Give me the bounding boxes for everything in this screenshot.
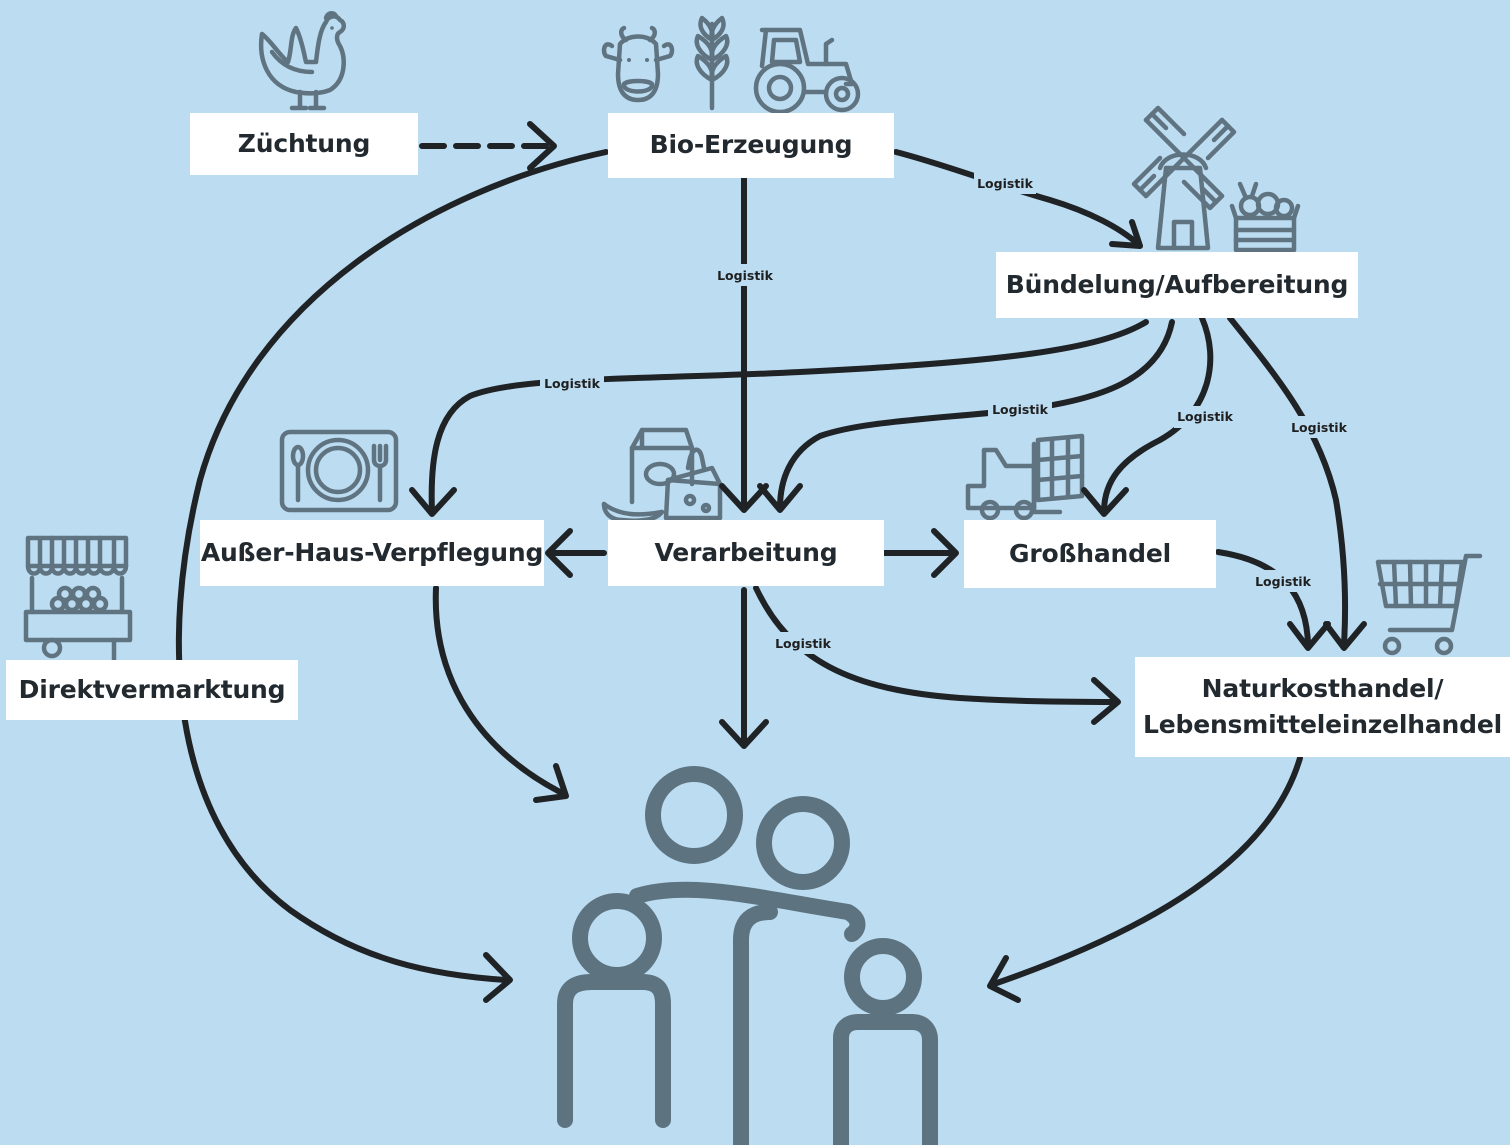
arrow-buendelung-ausserhaus bbox=[428, 319, 1149, 515]
arrow-naturkost-consumer bbox=[991, 755, 1303, 987]
arrow-buendelung-verarbeitung bbox=[777, 319, 1175, 511]
logistik-label-buendelung-verarbeitung: Logistik bbox=[992, 402, 1048, 417]
node-direktvermarktung: Direktvermarktung bbox=[6, 660, 298, 720]
node-ausser-haus-verpflegung: Außer-Haus-Verpflegung bbox=[200, 520, 544, 586]
logistik-label-bio-buendelung: Logistik bbox=[977, 176, 1033, 191]
node-bio-erzeugung: Bio-Erzeugung bbox=[608, 113, 894, 178]
arrow-buendelung-naturkost bbox=[1227, 315, 1349, 647]
forklift-icon bbox=[965, 433, 1085, 521]
naturkost-line-1: Naturkosthandel/ bbox=[1201, 673, 1444, 703]
dairy-products-icon bbox=[601, 427, 723, 523]
chicken-icon bbox=[258, 11, 346, 111]
node-buendelung-aufbereitung: Bündelung/Aufbereitung bbox=[996, 252, 1358, 318]
wheat-icon bbox=[694, 15, 730, 111]
vegetable-crate-icon bbox=[1229, 181, 1301, 253]
logistik-label-buendelung-grosshandel: Logistik bbox=[1177, 409, 1233, 424]
windmill-icon bbox=[1131, 105, 1237, 251]
shopping-cart-icon bbox=[1375, 553, 1483, 656]
logistik-label-buendelung-naturkost: Logistik bbox=[1291, 420, 1347, 435]
edge-labels: Logistik Logistik Logistik Logistik Logi… bbox=[540, 172, 1350, 654]
node-naturkosthandel-lebensmitteleinzelhandel: Naturkosthandel/ Lebensmitteleinzelhande… bbox=[1135, 657, 1510, 757]
node-grosshandel: Großhandel bbox=[964, 520, 1216, 588]
cow-icon bbox=[601, 25, 675, 103]
logistik-label-verarbeitung-naturkost: Logistik bbox=[775, 636, 831, 651]
family-icon bbox=[557, 766, 938, 1145]
logistik-label-buendelung-ausserhaus: Logistik bbox=[544, 376, 600, 391]
arrow-bio-consumer-direct bbox=[175, 149, 609, 983]
arrow-bio-buendelung bbox=[893, 149, 1141, 247]
tractor-icon bbox=[753, 27, 861, 115]
logistik-label-bio-verarbeitung: Logistik bbox=[717, 268, 773, 283]
market-stall-icon bbox=[23, 535, 133, 663]
plate-cutlery-icon bbox=[279, 429, 399, 513]
arrow-buendelung-grosshandel bbox=[1101, 315, 1214, 515]
flow-arrows bbox=[175, 121, 1367, 1003]
node-verarbeitung: Verarbeitung bbox=[608, 520, 884, 586]
node-zuechtung: Züchtung bbox=[190, 113, 418, 175]
arrow-ausserhaus-consumer bbox=[432, 585, 563, 795]
logistik-label-grosshandel-naturkost: Logistik bbox=[1255, 574, 1311, 589]
naturkost-line-2: Lebensmitteleinzelhandel bbox=[1143, 710, 1502, 739]
